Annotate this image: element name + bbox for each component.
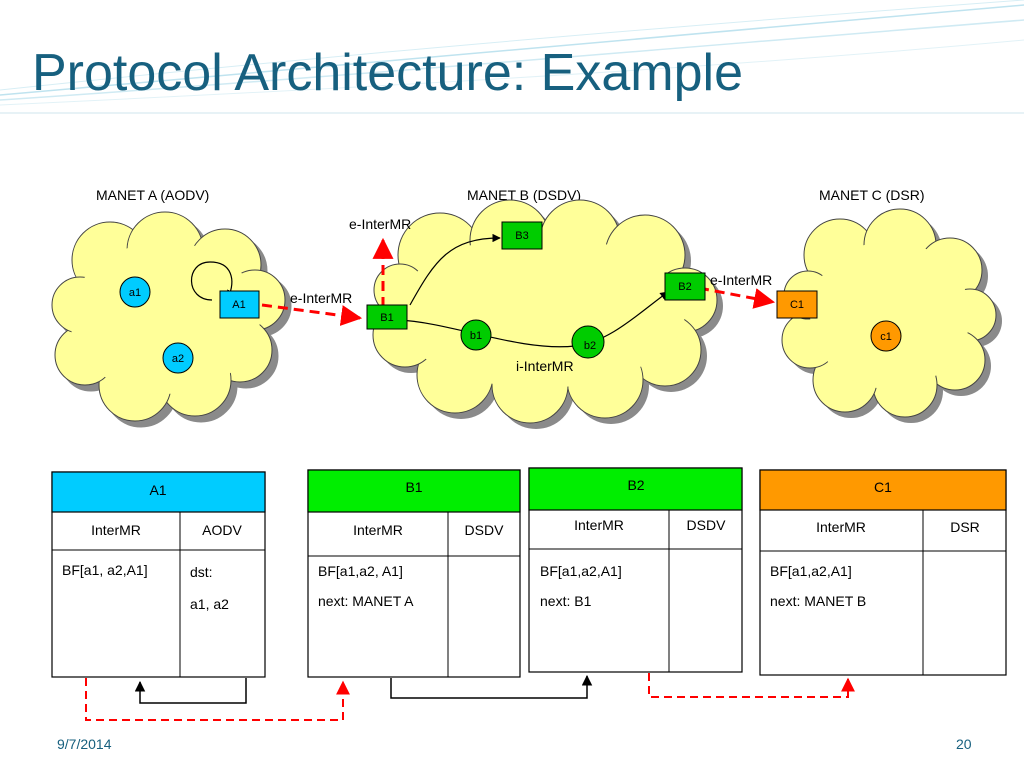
table-b1-col1-line: BF[a1,a2, A1] (318, 563, 403, 579)
node-c1-label: c1 (880, 331, 892, 343)
node-c1 (870, 320, 902, 352)
node-B1 (366, 304, 408, 330)
e-intermr-label-top: e-InterMR (349, 216, 411, 232)
node-C1 (776, 290, 818, 319)
table-c1: C1 InterMR DSR BF[a1,a2,A1] next: MANET … (759, 469, 1007, 676)
b1-to-b2-table-arrow (390, 674, 593, 699)
table-b1-col2-header: DSDV (465, 522, 505, 538)
b-to-c-link (698, 286, 776, 309)
node-b2-label: b2 (584, 340, 596, 352)
table-a1: A1 InterMR AODV BF[a1, a2,A1] dst: a1, a… (51, 471, 266, 678)
node-B2 (664, 272, 706, 301)
table-b1-col1-line: next: MANET A (318, 593, 414, 609)
table-c1-col1-line: next: MANET B (770, 593, 866, 609)
node-a1 (119, 276, 151, 308)
table-b2: B2 InterMR DSDV BF[a1,a2,A1] next: B1 (528, 467, 743, 673)
table-a1-col2-line: dst: (190, 564, 213, 580)
table-a1-col2-line: a1, a2 (190, 596, 229, 612)
table-c1-col1-line: BF[a1,a2,A1] (770, 563, 852, 579)
table-b1-col1-header: InterMR (353, 522, 403, 538)
b1-to-b3-arrow (409, 233, 501, 306)
e-intermr-label-bc: e-InterMR (710, 272, 772, 288)
node-B3 (501, 221, 543, 250)
table-a1-title: A1 (149, 482, 166, 498)
table-b1: B1 InterMR DSDV BF[a1,a2, A1] next: MANE… (307, 469, 521, 678)
node-a2 (162, 342, 194, 374)
node-b2 (571, 325, 605, 359)
table-b2-title: B2 (627, 477, 644, 493)
node-B1-label: B1 (380, 312, 393, 324)
manet-b-cloud (372, 199, 723, 429)
node-B2-label: B2 (678, 281, 691, 293)
a-to-b-link (261, 303, 363, 326)
node-C1-label: C1 (790, 299, 804, 311)
table-c1-title: C1 (874, 479, 892, 495)
manet-c-cloud (781, 208, 1002, 423)
manet-a-label: MANET A (AODV) (96, 187, 209, 203)
node-b1-label: b1 (470, 330, 482, 342)
table-b2-col1-line: next: B1 (540, 593, 592, 609)
table-c1-col1-header: InterMR (816, 519, 866, 535)
manet-c-label: MANET C (DSR) (819, 187, 925, 203)
footer-date: 9/7/2014 (57, 736, 112, 752)
table-b1-title: B1 (405, 479, 422, 495)
table-b2-col1-line: BF[a1,a2,A1] (540, 563, 622, 579)
node-a1-label: a1 (129, 287, 141, 299)
table-a1-col1-header: InterMR (91, 522, 141, 538)
a1-loop-arrow (190, 261, 235, 301)
table-a1-col2-header: AODV (202, 522, 242, 538)
table-c1-col2-header: DSR (950, 519, 980, 535)
manet-b-label: MANET B (DSDV) (467, 187, 581, 203)
node-A1 (219, 290, 260, 319)
table-b2-col2-header: DSDV (687, 517, 727, 533)
e-intermr-label-ab: e-InterMR (290, 290, 352, 306)
a1-to-b1-red-link (85, 678, 350, 721)
b1-to-b2-path (397, 291, 669, 348)
node-A1-label: A1 (232, 299, 245, 311)
node-b1 (460, 319, 492, 351)
node-a2-label: a2 (172, 353, 184, 365)
node-B3-label: B3 (515, 230, 528, 242)
a1-table-self-arrow (134, 678, 247, 704)
table-b2-col1-header: InterMR (574, 517, 624, 533)
footer-page-number: 20 (956, 736, 972, 752)
manet-a-cloud (51, 211, 292, 428)
table-a1-col1-line: BF[a1, a2,A1] (62, 562, 148, 578)
i-intermr-label: i-InterMR (516, 358, 574, 374)
slide-title: Protocol Architecture: Example (32, 44, 743, 102)
b2-to-c1-red-link (648, 673, 855, 698)
